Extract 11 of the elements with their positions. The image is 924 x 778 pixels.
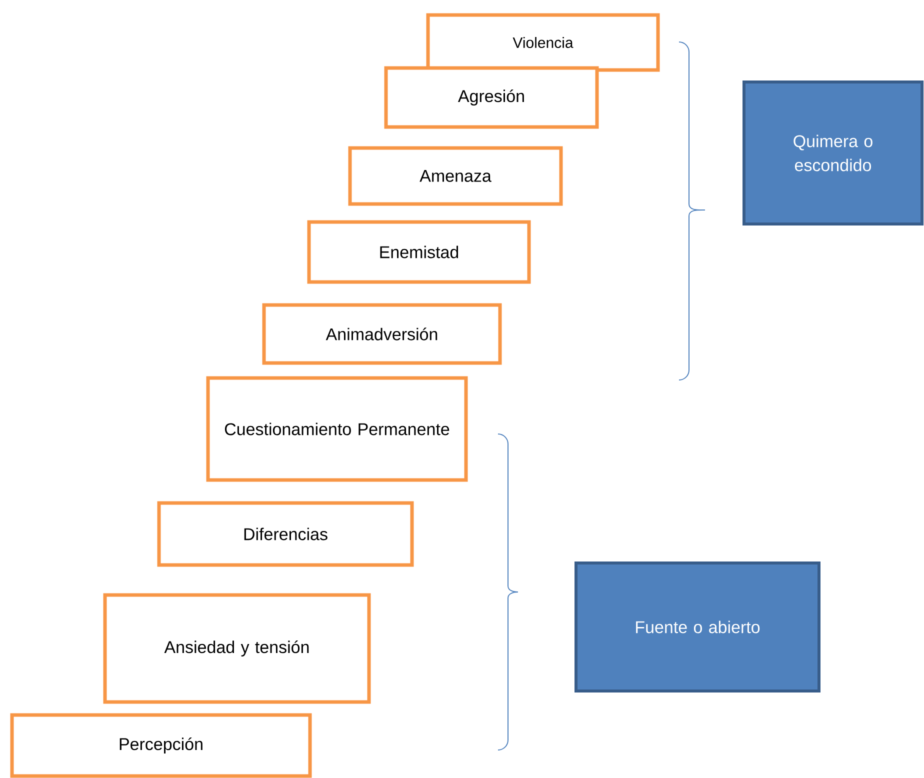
step-box: Agresión bbox=[384, 66, 599, 129]
step-box: Ansiedad y tensión bbox=[103, 593, 371, 704]
group-box: Quimera o escondido bbox=[742, 80, 924, 226]
step-box: Animadversión bbox=[262, 303, 502, 365]
step-box: Percepción bbox=[10, 713, 312, 778]
step-box: Violencia bbox=[426, 13, 660, 72]
step-box: Amenaza bbox=[348, 146, 563, 206]
step-box: Diferencias bbox=[157, 501, 414, 567]
group-box: Fuente o abierto bbox=[574, 562, 820, 692]
step-box: Enemistad bbox=[307, 220, 531, 284]
step-box: Cuestionamiento Permanente bbox=[206, 376, 468, 482]
